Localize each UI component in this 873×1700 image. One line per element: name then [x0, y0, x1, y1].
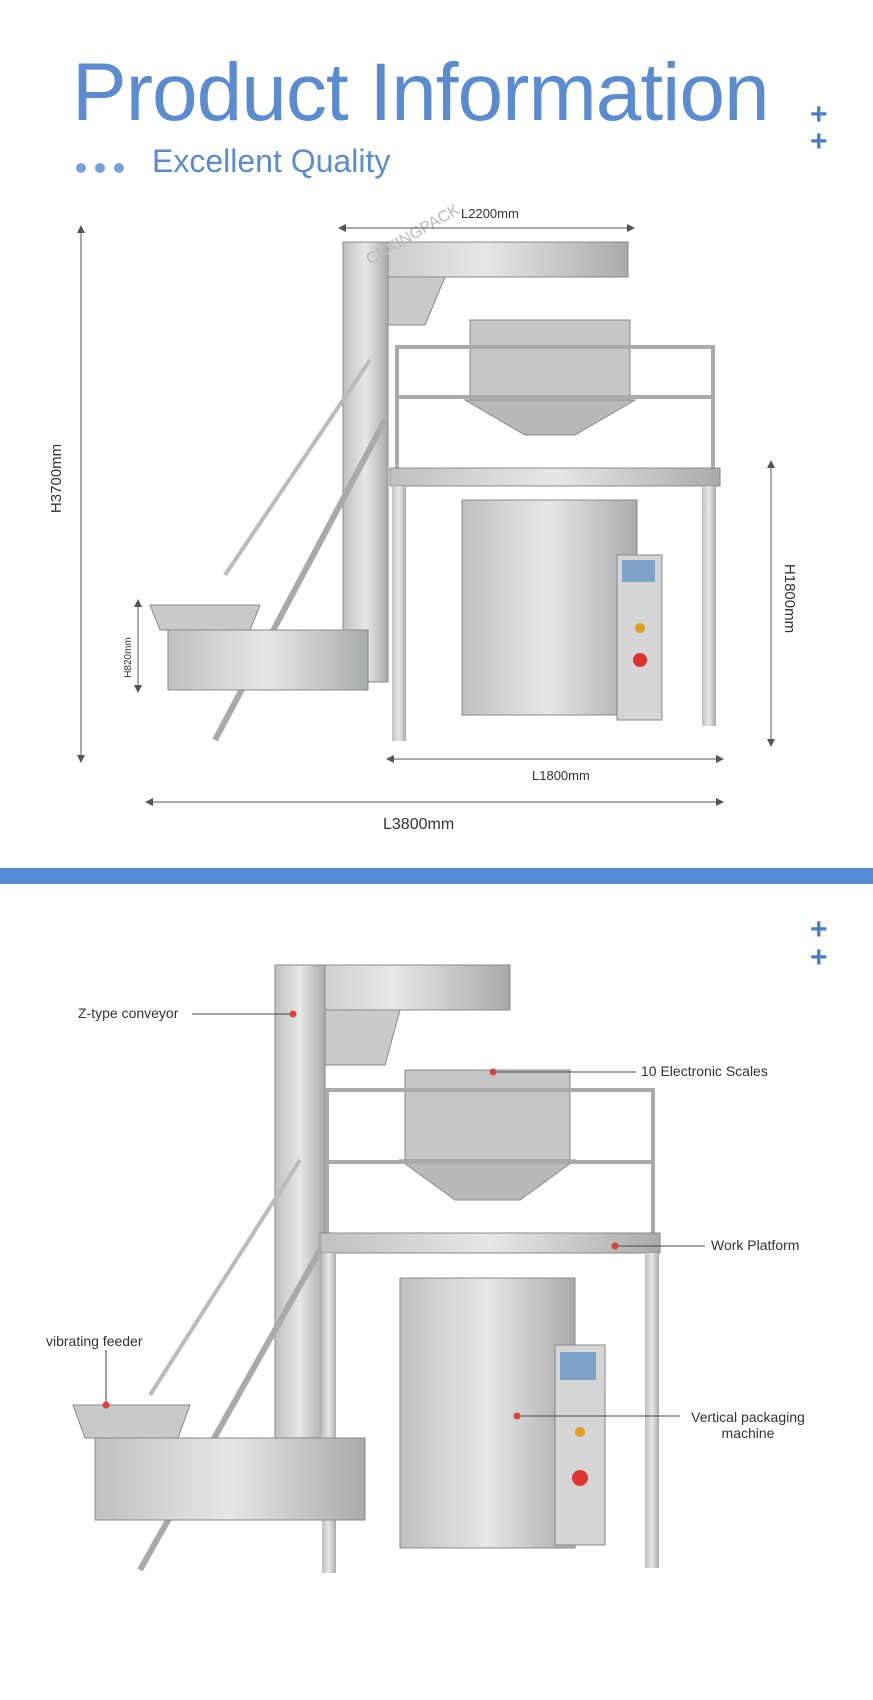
callout-scales: 10 Electronic Scales	[641, 1063, 768, 1079]
callout-z-conveyor: Z-type conveyor	[78, 1005, 179, 1021]
callout-platform: Work Platform	[711, 1237, 800, 1253]
machine-drawing-dimensioned: CNKINGPACK	[149, 201, 721, 742]
dim-platform-height: H1800mm	[781, 563, 799, 634]
plus-icon: +	[810, 98, 828, 131]
plus-icon: +	[810, 941, 828, 974]
dim-feeder-height: H820mm	[122, 637, 134, 678]
machine-drawing-labeled	[72, 964, 661, 1573]
dim-top-length: L2200mm	[461, 206, 519, 221]
callout-vffs-line2: machine	[721, 1425, 775, 1441]
dim-platform-length: L1800mm	[532, 768, 590, 783]
plus-icon: +	[810, 913, 828, 946]
dim-total-height: H3700mm	[48, 443, 66, 514]
callout-vffs: Vertical packaging machine	[685, 1409, 811, 1441]
dim-total-length: L3800mm	[383, 816, 455, 833]
callout-vffs-line1: Vertical packaging	[691, 1409, 805, 1425]
dots-decoration	[76, 163, 124, 173]
page-subtitle: Excellent Quality	[152, 143, 391, 179]
plus-icon: +	[810, 125, 828, 158]
callout-feeder: vibrating feeder	[46, 1333, 143, 1349]
page-title: Product Information	[72, 47, 770, 138]
section-divider	[0, 868, 873, 884]
